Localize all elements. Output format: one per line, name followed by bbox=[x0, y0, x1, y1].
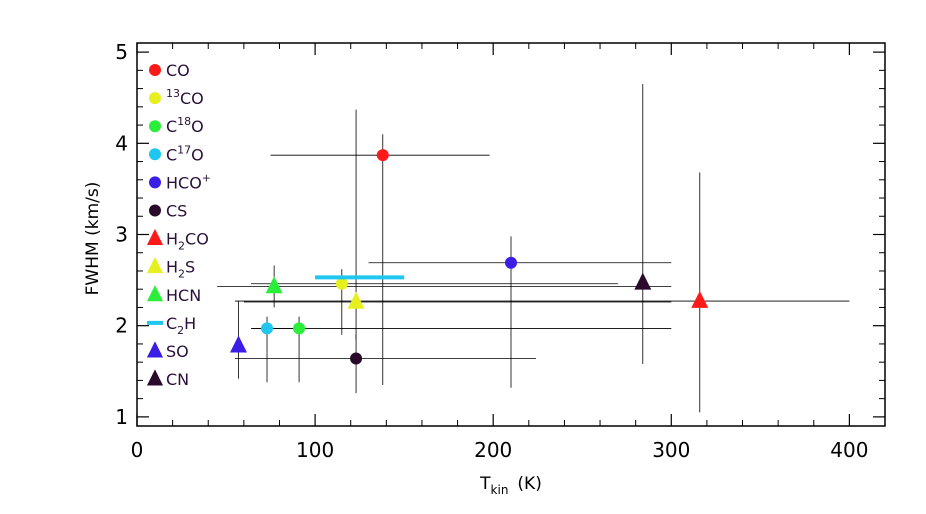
legend-label: C17O bbox=[166, 143, 204, 164]
legend-label-part: C bbox=[166, 145, 177, 164]
legend-label-part: + bbox=[202, 171, 211, 184]
x-tick-label: 300 bbox=[652, 438, 690, 462]
x-axis-label-sub: kin bbox=[491, 483, 509, 497]
legend-label-part: CO bbox=[180, 89, 204, 108]
legend-item: CS bbox=[149, 202, 187, 221]
legend-marker bbox=[146, 285, 164, 302]
data-point-h2s bbox=[347, 291, 365, 309]
legend-label-part: O bbox=[191, 145, 204, 164]
legend-marker bbox=[149, 204, 161, 217]
legend-label-part: 2 bbox=[178, 268, 185, 281]
legend-marker bbox=[149, 148, 161, 161]
legend-label: CN bbox=[166, 370, 189, 389]
legend-label-part: H bbox=[184, 314, 196, 333]
data-point-hco-plus bbox=[505, 256, 517, 269]
y-axis-label: FWHM (km/s) bbox=[83, 182, 103, 296]
y-tick-label: 2 bbox=[115, 314, 128, 338]
legend-label-part: O bbox=[191, 117, 204, 136]
tick-labels: 0 100 200 300 400 1 2 3 4 5 bbox=[115, 40, 868, 462]
x-tick-label: 0 bbox=[131, 438, 144, 462]
data-point-cn bbox=[634, 272, 652, 290]
data-point-c18o bbox=[293, 322, 306, 335]
y-tick-label: 4 bbox=[115, 131, 128, 155]
data-markers bbox=[230, 149, 709, 365]
y-tick-label: 5 bbox=[115, 40, 128, 64]
legend-label-part: S bbox=[185, 258, 195, 277]
data-point-13co bbox=[335, 277, 348, 290]
legend-label-part: 13 bbox=[166, 87, 180, 100]
legend-item: CO bbox=[149, 61, 190, 80]
legend-item: C17O bbox=[149, 143, 204, 164]
legend-label: HCO+ bbox=[166, 171, 211, 192]
legend-label: H2S bbox=[166, 258, 195, 281]
x-axis-label-unit: (K) bbox=[517, 474, 541, 494]
x-tick-label: 100 bbox=[296, 438, 334, 462]
error-bars bbox=[217, 84, 850, 413]
data-point-co bbox=[376, 149, 389, 162]
x-tick-label: 400 bbox=[830, 438, 868, 462]
legend-label: C2H bbox=[166, 314, 196, 337]
legend-label: CO bbox=[166, 61, 190, 80]
legend-label-part: 2 bbox=[177, 324, 184, 337]
legend-label-part: CO bbox=[185, 230, 209, 249]
y-tick-label: 3 bbox=[115, 223, 128, 247]
legend-label: SO bbox=[166, 342, 189, 361]
legend-item: 13CO bbox=[149, 87, 204, 108]
legend-label-part: C bbox=[166, 314, 177, 333]
legend-label: CS bbox=[166, 202, 187, 221]
legend-label-part: 18 bbox=[177, 115, 191, 128]
legend-marker bbox=[146, 257, 164, 274]
legend-label-part: HCN bbox=[166, 286, 201, 305]
legend-label: C18O bbox=[166, 115, 204, 136]
data-point-cs bbox=[350, 352, 363, 365]
legend-label-part: H bbox=[166, 230, 178, 249]
legend-label-part: HCO bbox=[166, 173, 202, 192]
legend-marker bbox=[149, 64, 161, 76]
legend-marker bbox=[149, 120, 161, 133]
legend-label: HCN bbox=[166, 286, 201, 305]
legend-label-part: CS bbox=[166, 202, 187, 221]
legend-label: H2CO bbox=[166, 230, 209, 253]
legend-item: HCO+ bbox=[149, 171, 211, 192]
x-tick-label: 200 bbox=[474, 438, 512, 462]
legend-label-part: CN bbox=[166, 370, 189, 389]
data-point-c17o bbox=[261, 322, 274, 335]
data-point-h2co bbox=[691, 290, 709, 308]
legend-marker bbox=[149, 176, 161, 189]
x-axis-label-main: T bbox=[479, 474, 491, 494]
legend-marker bbox=[149, 92, 161, 105]
data-point-so bbox=[230, 335, 248, 353]
legend-label-part: CO bbox=[166, 61, 190, 80]
legend-label-part: 2 bbox=[178, 240, 185, 253]
legend-item: HCN bbox=[146, 285, 201, 305]
axis-ticks bbox=[136, 43, 886, 426]
legend-label-part: SO bbox=[166, 342, 189, 361]
x-axis-label: Tkin (K) bbox=[479, 474, 542, 497]
legend-item: CN bbox=[146, 369, 189, 389]
legend-label: 13CO bbox=[166, 87, 204, 108]
data-point-hcn bbox=[265, 276, 283, 294]
legend-label-part: H bbox=[166, 258, 178, 277]
legend-item: C18O bbox=[149, 115, 204, 136]
legend-item: SO bbox=[146, 341, 189, 361]
legend-marker bbox=[146, 369, 164, 386]
legend-item: H2CO bbox=[146, 228, 209, 253]
legend-marker bbox=[146, 341, 164, 358]
legend-label-part: C bbox=[166, 117, 177, 136]
legend-item: H2S bbox=[146, 257, 195, 281]
y-tick-label: 1 bbox=[115, 405, 128, 429]
legend-marker bbox=[146, 228, 164, 246]
legend-item: C2H bbox=[147, 314, 196, 337]
legend-label-part: 17 bbox=[177, 143, 191, 156]
